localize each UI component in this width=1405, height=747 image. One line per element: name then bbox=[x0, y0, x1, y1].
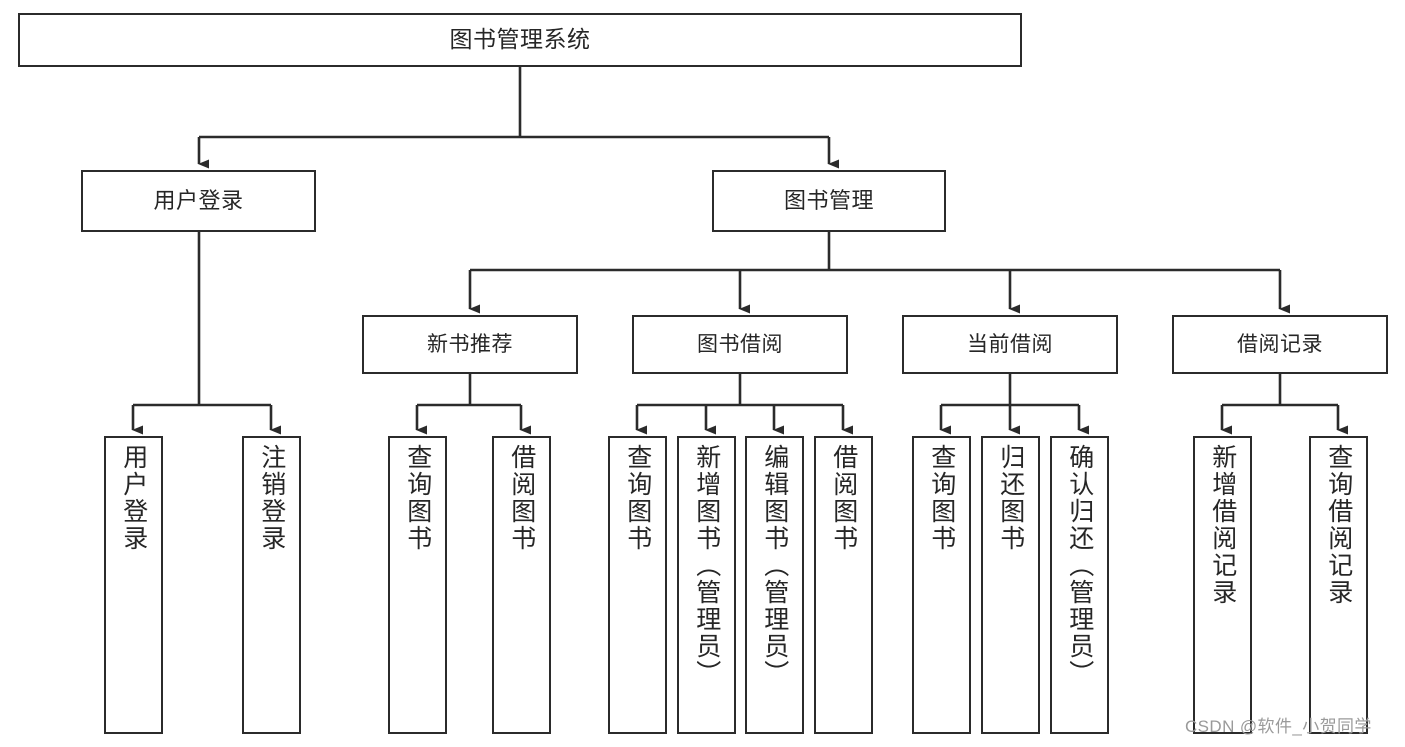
leaf-borrow-book[interactable]: 借阅图书 bbox=[814, 436, 873, 734]
node-label: 当前借阅 bbox=[967, 332, 1053, 356]
node-label: 归还图书 bbox=[996, 444, 1025, 552]
node-label: 图书借阅 bbox=[697, 332, 783, 356]
node-label: 新书推荐 bbox=[427, 332, 513, 356]
leaf-add-book-admin[interactable]: 新增图书（管理员） bbox=[677, 436, 736, 734]
leaf-borrow-book-recommend[interactable]: 借阅图书 bbox=[492, 436, 551, 734]
leaf-query-book-current[interactable]: 查询图书 bbox=[912, 436, 971, 734]
node-label: 用户登录 bbox=[119, 444, 148, 552]
leaf-query-borrow-record[interactable]: 查询借阅记录 bbox=[1309, 436, 1368, 734]
leaf-edit-book-admin[interactable]: 编辑图书（管理员） bbox=[745, 436, 804, 734]
leaf-query-book-recommend[interactable]: 查询图书 bbox=[388, 436, 447, 734]
node-book-management[interactable]: 图书管理 bbox=[712, 170, 946, 232]
leaf-user-login[interactable]: 用户登录 bbox=[104, 436, 163, 734]
node-label: 查询图书 bbox=[623, 444, 652, 552]
node-label: 新增借阅记录 bbox=[1208, 444, 1237, 606]
node-borrow-record[interactable]: 借阅记录 bbox=[1172, 315, 1388, 374]
csdn-watermark: CSDN @软件_小贺同学 bbox=[1185, 717, 1372, 736]
node-label: 图书管理系统 bbox=[449, 26, 591, 53]
node-label: 查询图书 bbox=[403, 444, 432, 552]
node-label: 借阅记录 bbox=[1237, 332, 1323, 356]
leaf-query-book-borrow[interactable]: 查询图书 bbox=[608, 436, 667, 734]
node-current-borrow[interactable]: 当前借阅 bbox=[902, 315, 1118, 374]
node-label: 用户登录 bbox=[153, 187, 244, 213]
node-user-login[interactable]: 用户登录 bbox=[81, 170, 316, 232]
node-label: 图书管理 bbox=[783, 187, 874, 213]
node-book-borrow[interactable]: 图书借阅 bbox=[632, 315, 848, 374]
node-label: 查询图书 bbox=[927, 444, 956, 552]
node-label: 借阅图书 bbox=[507, 444, 536, 552]
leaf-add-borrow-record[interactable]: 新增借阅记录 bbox=[1193, 436, 1252, 734]
node-root-system[interactable]: 图书管理系统 bbox=[18, 13, 1022, 67]
node-label: 注销登录 bbox=[257, 444, 286, 552]
node-label: 新增图书（管理员） bbox=[692, 444, 721, 687]
node-label: 编辑图书（管理员） bbox=[760, 444, 789, 687]
node-label: 确认归还（管理员） bbox=[1065, 444, 1094, 687]
leaf-return-book[interactable]: 归还图书 bbox=[981, 436, 1040, 734]
node-label: 查询借阅记录 bbox=[1324, 444, 1353, 606]
leaf-logout[interactable]: 注销登录 bbox=[242, 436, 301, 734]
node-new-book-recommend[interactable]: 新书推荐 bbox=[362, 315, 578, 374]
leaf-confirm-return-admin[interactable]: 确认归还（管理员） bbox=[1050, 436, 1109, 734]
node-label: 借阅图书 bbox=[829, 444, 858, 552]
